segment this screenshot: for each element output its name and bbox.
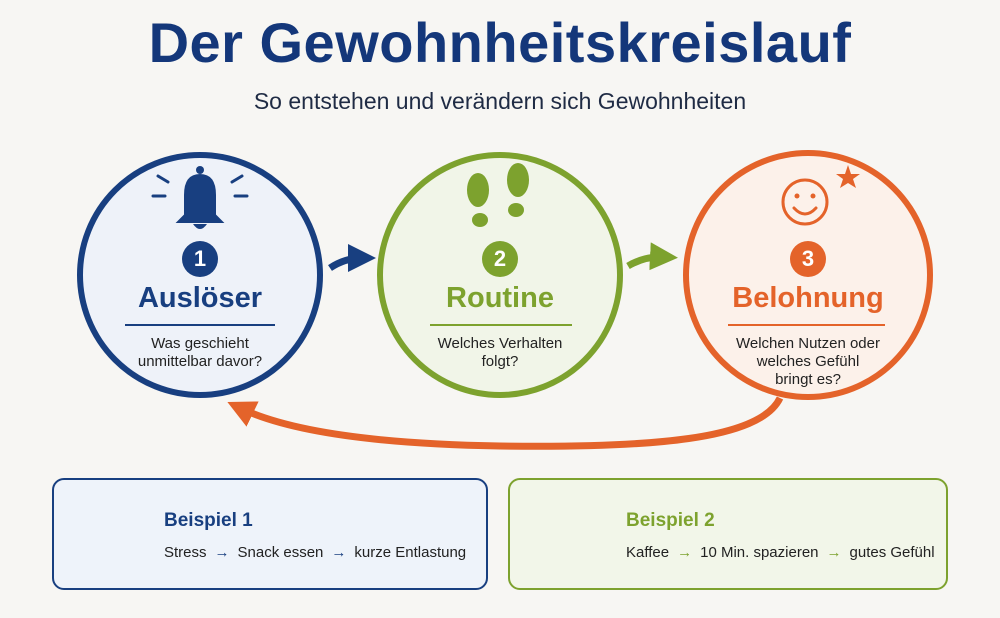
step-label-routine: Routine (446, 282, 554, 314)
question-line: folgt? (481, 353, 519, 370)
arrow-routine-to-reward (626, 242, 678, 271)
arrow-right-icon: → (826, 544, 842, 561)
step-question-reward: Welchen Nutzen oder welches Gefühl bring… (713, 335, 903, 389)
example-card-2: Beispiel 2 Kaffee → 10 Min. spazieren → … (508, 478, 948, 590)
question-line: bringt es? (775, 371, 841, 388)
flow-step: Snack essen (237, 544, 324, 561)
question-line: welches Gefühl (756, 353, 860, 370)
step-number-badge: 1 (182, 241, 218, 277)
question-line: Was geschieht (151, 335, 249, 352)
arrow-reward-to-trigger (227, 396, 784, 450)
smiley-star-icon (781, 165, 860, 226)
step-question-trigger: Was geschieht unmittelbar davor? (110, 335, 290, 371)
page-subtitle: So entstehen und verändern sich Gewohnhe… (253, 88, 747, 114)
arrow-right-icon: → (214, 544, 230, 561)
step-label-reward: Belohnung (732, 282, 884, 314)
flow-step: gutes Gefühl (849, 544, 935, 561)
example-flow: Stress → Snack essen → kurze Entlastung (164, 544, 466, 561)
flow-step: Kaffee (626, 544, 670, 561)
step-number-badge: 3 (790, 241, 826, 277)
step-number-badge: 2 (482, 241, 518, 277)
step-label-trigger: Auslöser (137, 282, 263, 314)
example-title: Beispiel 1 (164, 510, 253, 531)
arrow-right-icon: → (677, 544, 693, 561)
flow-step: Stress (164, 544, 207, 561)
example-flow: Kaffee → 10 Min. spazieren → gutes Gefüh… (626, 544, 935, 561)
question-line: unmittelbar davor? (137, 353, 263, 370)
question-line: Welches Verhalten (437, 335, 563, 352)
step-question-routine: Welches Verhalten folgt? (410, 335, 590, 371)
page-title: Der Gewohnheitskreislauf (148, 11, 852, 74)
flow-step: 10 Min. spazieren (700, 544, 819, 561)
example-card-1: Beispiel 1 Stress → Snack essen → kurze … (52, 478, 488, 590)
arrow-right-icon: → (331, 544, 347, 561)
bell-icon (151, 166, 249, 229)
arrow-trigger-to-routine (328, 244, 376, 273)
example-title: Beispiel 2 (626, 510, 715, 531)
flow-step: kurze Entlastung (354, 544, 467, 561)
question-line: Welchen Nutzen oder (736, 335, 880, 352)
footprints-icon (467, 163, 529, 227)
